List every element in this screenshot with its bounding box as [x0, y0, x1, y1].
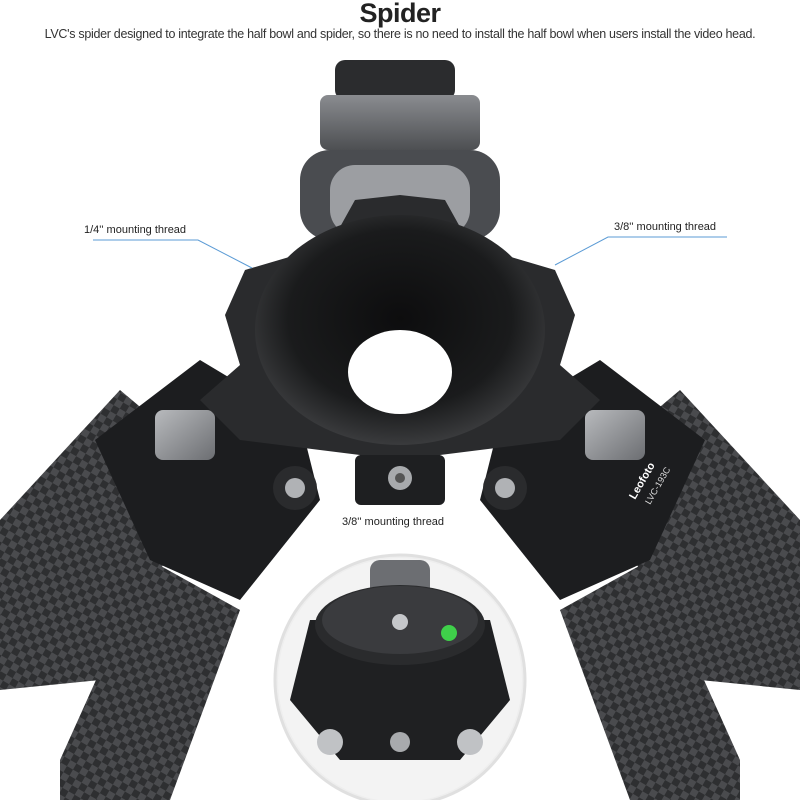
- callout-lines: [93, 236, 727, 269]
- callout-label-bottom: 3/8'' mounting thread: [342, 516, 445, 528]
- callout-label-right: 3/8'' mounting thread: [614, 221, 717, 233]
- spider-bowl: [200, 195, 600, 505]
- callout-label-left: 1/4'' mounting thread: [84, 224, 187, 236]
- inset-detail-view: [273, 553, 527, 800]
- page-subtitle: LVC's spider designed to integrate the h…: [44, 27, 756, 41]
- page-title: Spider: [359, 0, 441, 28]
